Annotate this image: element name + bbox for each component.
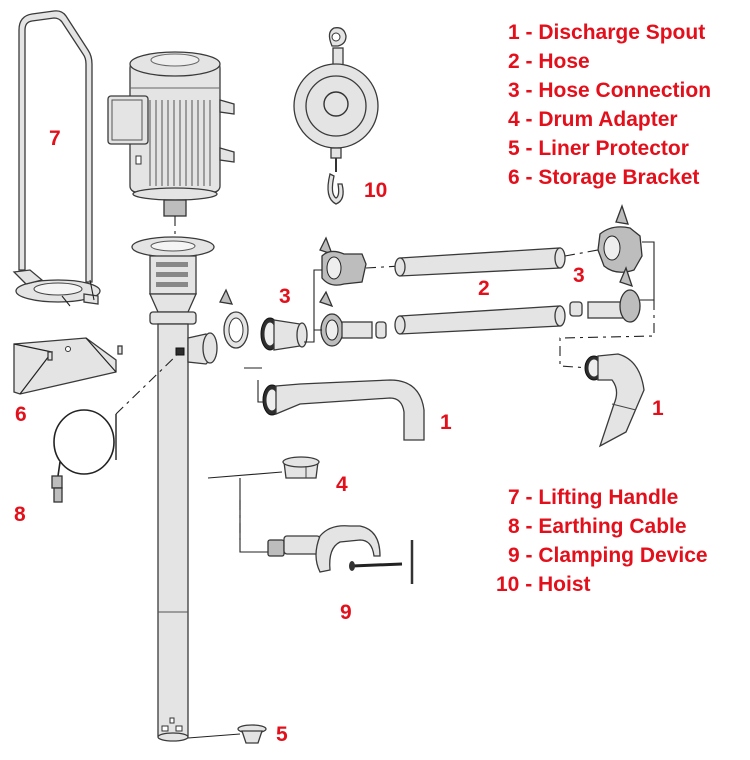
callout-drum-adapter: 4 bbox=[336, 473, 348, 496]
discharge-spout-straight-part bbox=[257, 379, 425, 441]
earthing-cable-part bbox=[51, 351, 181, 503]
legend-item-storage-bracket: 6 - Storage Bracket bbox=[508, 166, 700, 189]
drum-adapter-part bbox=[282, 456, 320, 479]
lifting-handle-part bbox=[12, 10, 101, 307]
callout-discharge-spout-curved: 1 bbox=[652, 397, 664, 420]
liner-protector-part bbox=[187, 724, 267, 744]
callout-hoist: 10 bbox=[364, 179, 388, 202]
callout-earthing-cable: 8 bbox=[14, 503, 26, 526]
callout-hose-connection-right: 3 bbox=[573, 264, 585, 287]
storage-bracket-part bbox=[13, 337, 123, 395]
legend-item-earthing-cable: 8 - Earthing Cable bbox=[508, 515, 687, 538]
callout-discharge-spout-straight: 1 bbox=[440, 411, 452, 434]
hose-connection-right-part bbox=[559, 204, 655, 369]
legend-item-drum-adapter: 4 - Drum Adapter bbox=[508, 108, 678, 131]
parts-legend-top: 1 - Discharge Spout 2 - Hose 3 - Hose Co… bbox=[508, 18, 711, 192]
callout-storage-bracket: 6 bbox=[15, 403, 27, 426]
legend-item-hoist: 10 - Hoist bbox=[496, 573, 591, 596]
parts-legend-bottom: 7 - Lifting Handle 8 - Earthing Cable 9 … bbox=[496, 483, 708, 599]
callout-clamping-device: 9 bbox=[340, 601, 352, 624]
legend-item-hose: 2 - Hose bbox=[508, 50, 590, 73]
hose-part bbox=[394, 247, 599, 335]
legend-item-clamping-device: 9 - Clamping Device bbox=[508, 544, 708, 567]
legend-item-liner-protector: 5 - Liner Protector bbox=[508, 137, 689, 160]
motor-part bbox=[107, 51, 235, 240]
callout-hose-connection-left: 3 bbox=[279, 285, 291, 308]
legend-item-discharge-spout: 1 - Discharge Spout bbox=[508, 21, 706, 44]
hoist-part bbox=[293, 27, 379, 205]
pump-tube-part bbox=[131, 236, 218, 742]
legend-item-lifting-handle: 7 - Lifting Handle bbox=[508, 486, 679, 509]
hose-connection-left-part bbox=[219, 236, 401, 369]
legend-item-hose-connection: 3 - Hose Connection bbox=[508, 79, 712, 102]
discharge-spout-curved-part bbox=[584, 353, 645, 448]
callout-liner-protector: 5 bbox=[276, 723, 288, 746]
clamping-device-part bbox=[207, 471, 414, 584]
callout-lifting-handle: 7 bbox=[49, 127, 61, 150]
callout-hose: 2 bbox=[478, 277, 490, 300]
